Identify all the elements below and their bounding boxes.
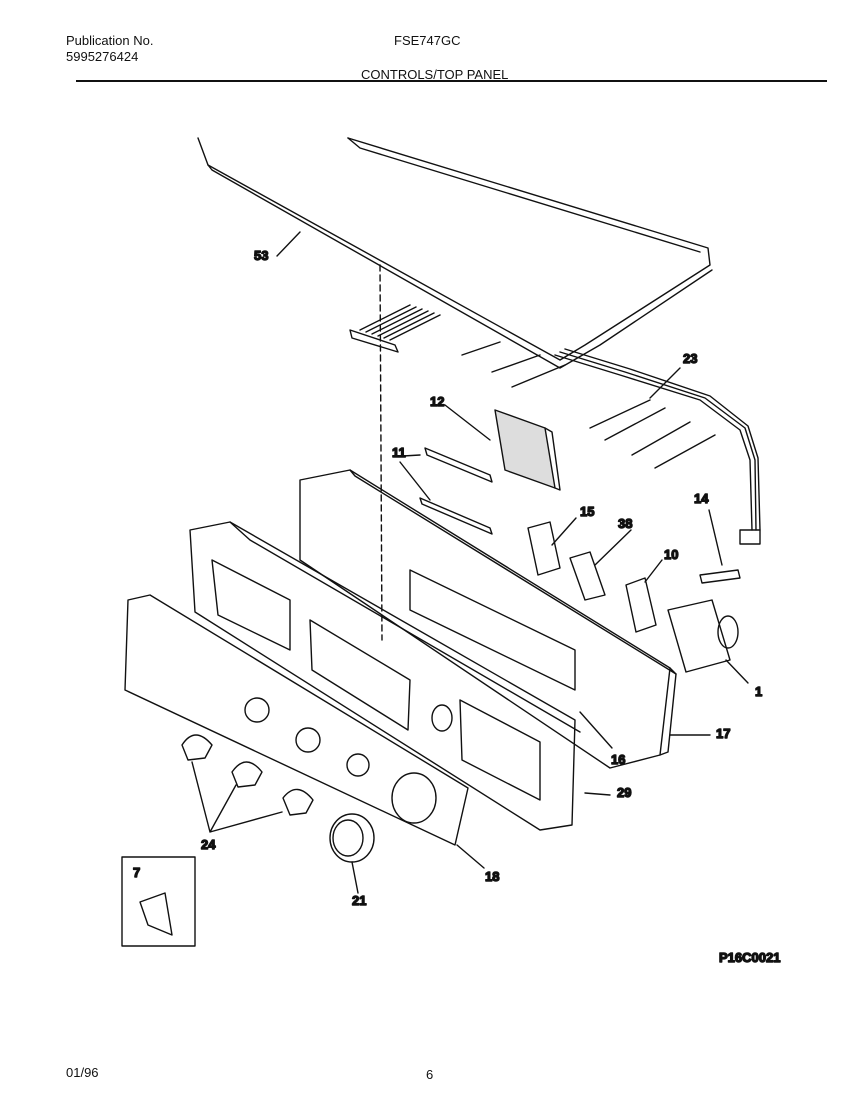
publication-number: 5995276424 xyxy=(66,49,139,64)
knob-24 xyxy=(181,734,314,816)
header-rule xyxy=(76,80,827,82)
leader-lines xyxy=(191,231,749,894)
callout-1: 1 xyxy=(755,684,762,699)
switch-10 xyxy=(625,577,657,633)
callout-29: 29 xyxy=(617,785,631,800)
callout-7: 7 xyxy=(133,865,140,880)
inset-box-7 xyxy=(121,856,196,947)
callout-11: 11 xyxy=(392,445,406,460)
callout-18: 18 xyxy=(485,869,499,884)
footer-date: 01/96 xyxy=(66,1065,99,1080)
callout-15: 15 xyxy=(580,504,594,519)
top-panel xyxy=(197,137,713,369)
control-console xyxy=(189,521,581,831)
publication-label: Publication No. xyxy=(66,33,154,48)
callout-12: 12 xyxy=(430,394,444,409)
terminal-14 xyxy=(699,569,741,584)
wire-harness-connector xyxy=(349,264,441,641)
callout-14: 14 xyxy=(694,491,709,506)
rear-mounting-panel xyxy=(299,469,677,769)
callout-53: 53 xyxy=(254,248,268,263)
callout-23: 23 xyxy=(683,351,697,366)
model-number: FSE747GC xyxy=(394,33,461,48)
diagram-id: P16C0021 xyxy=(719,950,780,965)
wire-harness xyxy=(461,341,761,545)
callout-24: 24 xyxy=(201,837,216,852)
page-number: 6 xyxy=(426,1067,434,1082)
callout-16: 16 xyxy=(611,752,625,767)
callout-10: 10 xyxy=(664,547,678,562)
timer-1 xyxy=(667,599,739,673)
overlay-panel xyxy=(124,594,469,846)
switch-brackets xyxy=(419,447,493,535)
switch-15 xyxy=(527,521,561,576)
selector-knob-21 xyxy=(329,813,375,863)
callout-38: 38 xyxy=(618,516,632,531)
control-bracket xyxy=(494,409,561,491)
callout-21: 21 xyxy=(352,893,366,908)
callout-17: 17 xyxy=(716,726,730,741)
bracket-38 xyxy=(569,551,606,601)
section-title: CONTROLS/TOP PANEL xyxy=(361,67,509,82)
